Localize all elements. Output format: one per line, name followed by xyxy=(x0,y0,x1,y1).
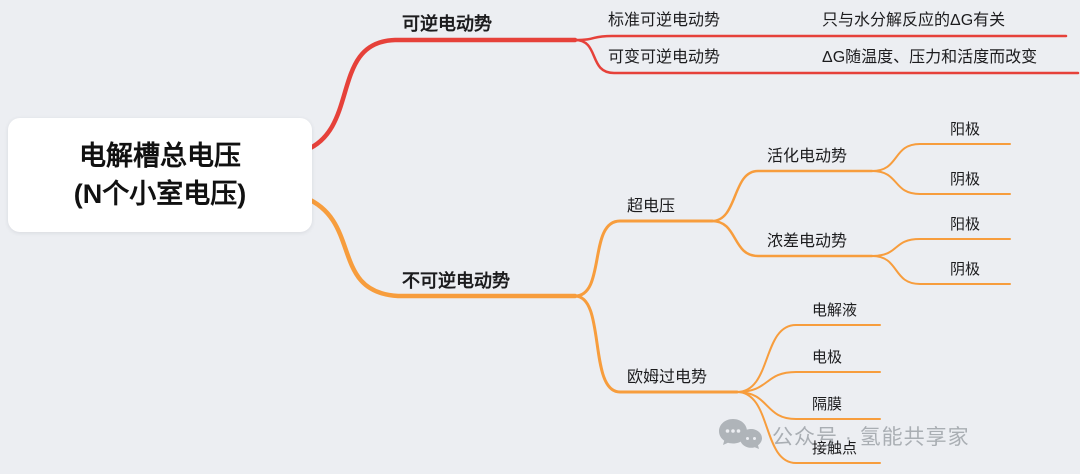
root-title-line2: (N个小室电压) xyxy=(73,179,247,209)
root-node: 电解槽总电压 (N个小室电压) xyxy=(8,118,312,232)
edge-irr-overvoltage xyxy=(573,219,714,298)
edge-conc-cathode xyxy=(871,255,1011,285)
edge-ohmic-electrolyte xyxy=(736,324,881,393)
node-concentration-cathode: 阴极 xyxy=(950,261,981,278)
watermark-text: 公众号 · 氢能共享家 xyxy=(772,426,970,449)
node-variable-reversible-detail: ΔG随温度、压力和活度而改变 xyxy=(822,49,1038,66)
edge-act-anode xyxy=(871,143,1011,172)
node-activation-anode: 阳极 xyxy=(950,121,981,138)
node-standard-reversible-emf: 标准可逆电动势 xyxy=(608,12,721,29)
node-electrode: 电极 xyxy=(812,349,843,366)
node-concentration-anode: 阳极 xyxy=(950,216,981,233)
edge-reversible-variable xyxy=(573,38,1080,75)
edge-reversible-standard xyxy=(573,34,1068,42)
edge-ohmic-diaphragm xyxy=(736,391,881,420)
node-electrolyte: 电解液 xyxy=(812,302,858,319)
edge-over-activation xyxy=(710,169,874,223)
node-diaphragm: 隔膜 xyxy=(812,396,843,413)
root-title-line1: 电解槽总电压 xyxy=(79,141,241,171)
node-variable-reversible-emf: 可变可逆电动势 xyxy=(608,49,721,66)
edge-root-reversible xyxy=(303,37,578,153)
node-reversible-emf: 可逆电动势 xyxy=(402,14,492,34)
edge-ohmic-contact xyxy=(736,391,881,464)
node-standard-reversible-detail: 只与水分解反应的ΔG有关 xyxy=(822,12,1006,29)
node-activation-cathode: 阴极 xyxy=(950,171,981,188)
edge-ohmic-electrode xyxy=(736,371,881,393)
edge-irr-ohmic xyxy=(573,294,739,394)
node-activation-emf: 活化电动势 xyxy=(767,148,848,165)
watermark: 公众号 · 氢能共享家 xyxy=(718,418,970,454)
node-concentration-emf: 浓差电动势 xyxy=(767,233,848,250)
node-ohmic-overpotential: 欧姆过电势 xyxy=(627,369,708,386)
edge-root-irreversible xyxy=(303,195,578,299)
edge-over-concentration xyxy=(710,219,874,258)
edge-conc-anode xyxy=(871,238,1011,257)
node-contact-point: 接触点 xyxy=(812,440,858,457)
node-irreversible-emf: 不可逆电动势 xyxy=(402,271,510,291)
node-overvoltage: 超电压 xyxy=(627,198,676,215)
edge-act-cathode xyxy=(871,170,1011,195)
chat-bubbles-icon xyxy=(719,419,762,449)
